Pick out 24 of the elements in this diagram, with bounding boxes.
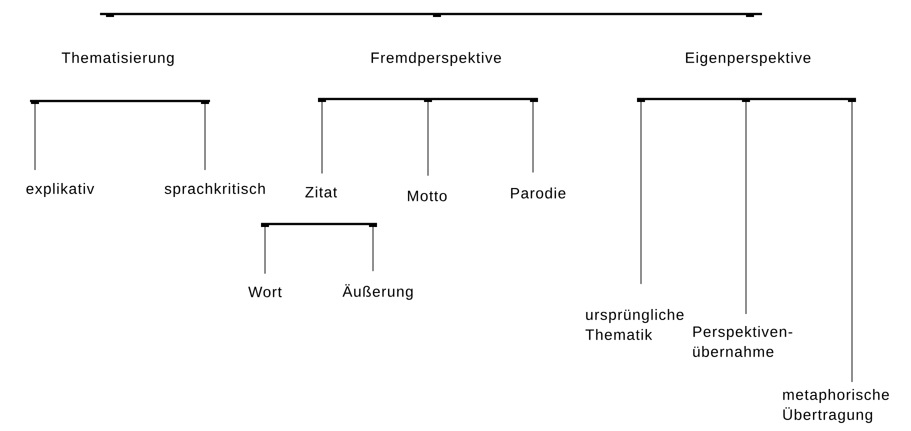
bar bbox=[30, 100, 210, 104]
bar bbox=[318, 98, 538, 102]
node-label: ursprüngliche Thematik bbox=[586, 309, 684, 340]
node-label: Motto bbox=[408, 190, 447, 202]
node-label: metaphorische Übertragung bbox=[783, 389, 889, 423]
node-label: Fremdperspektive bbox=[372, 52, 501, 66]
bar bbox=[261, 222, 377, 227]
node-label: Thematisierung bbox=[62, 52, 174, 66]
node-label: Perspektiven- übernahme bbox=[693, 326, 792, 357]
node-label: Wort bbox=[248, 286, 282, 298]
connector-line bbox=[34, 104, 36, 170]
connector-line bbox=[640, 102, 642, 284]
node-label: Eigenperspektive bbox=[686, 52, 810, 66]
node-label: explikativ bbox=[26, 183, 94, 197]
node-label: Zitat bbox=[305, 186, 337, 198]
connector-line bbox=[204, 104, 206, 170]
connector-line bbox=[264, 226, 266, 274]
connector-line bbox=[532, 102, 534, 173]
bar bbox=[100, 12, 762, 17]
connector-line bbox=[372, 226, 374, 272]
bar bbox=[637, 98, 856, 102]
node-label: Äußerung bbox=[342, 284, 413, 300]
node-label: sprachkritisch bbox=[164, 183, 265, 197]
node-label: Parodie bbox=[511, 188, 566, 198]
